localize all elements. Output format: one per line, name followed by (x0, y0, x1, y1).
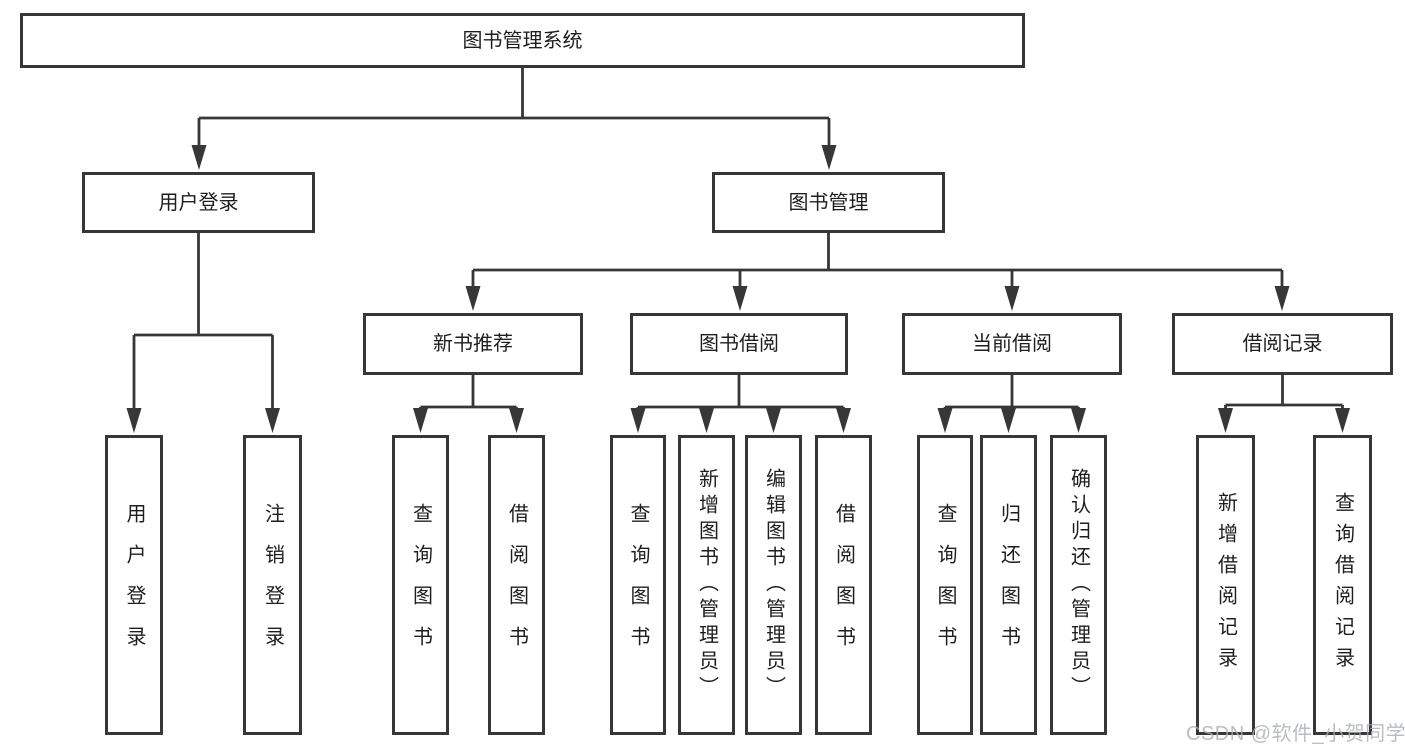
node-book-management: 图书管理 (712, 172, 945, 233)
node-login-logout-label: 注销登录 (261, 503, 284, 667)
node-root: 图书管理系统 (20, 13, 1025, 68)
node-book-borrowing: 图书借阅 (630, 313, 848, 375)
node-records-query-record-label: 查询借阅记录 (1331, 492, 1354, 678)
node-current-confirm-return: 确认归还（管理员） (1050, 435, 1107, 735)
node-records-query-record: 查询借阅记录 (1313, 435, 1372, 735)
node-records-add-record-label: 新增借阅记录 (1214, 492, 1237, 678)
node-recommend-query-books-label: 查询图书 (409, 503, 432, 667)
node-borrowing-query-books: 查询图书 (610, 435, 666, 735)
node-recommend-borrow-books-label: 借阅图书 (505, 503, 528, 667)
node-user-login-label: 用户登录 (158, 191, 239, 214)
node-recommend-query-books: 查询图书 (392, 435, 449, 735)
node-login-logout: 注销登录 (243, 435, 302, 735)
node-borrowing-add-books: 新增图书（管理员） (678, 435, 735, 735)
node-current-borrowing: 当前借阅 (902, 313, 1122, 375)
node-borrowing-edit-books: 编辑图书（管理员） (745, 435, 802, 735)
node-new-book-recommend: 新书推荐 (363, 313, 583, 375)
node-borrowing-add-books-label: 新增图书（管理员） (695, 468, 718, 702)
watermark: CSDN @软件_小贺同学 (1186, 723, 1405, 745)
node-recommend-borrow-books: 借阅图书 (488, 435, 545, 735)
node-new-book-recommend-label: 新书推荐 (433, 333, 513, 355)
node-borrow-records-label: 借阅记录 (1242, 333, 1323, 355)
node-borrowing-query-books-label: 查询图书 (627, 503, 649, 667)
node-current-query-books: 查询图书 (917, 435, 973, 735)
node-root-label: 图书管理系统 (462, 29, 583, 52)
node-borrowing-borrow-books: 借阅图书 (815, 435, 872, 735)
connector-paths (132, 68, 1344, 412)
arrowheads (126, 145, 1350, 433)
node-book-borrowing-label: 图书借阅 (699, 333, 779, 355)
node-login-user-login: 用户登录 (105, 435, 163, 735)
node-login-user-login-label: 用户登录 (123, 503, 145, 667)
node-records-add-record: 新增借阅记录 (1196, 435, 1255, 735)
node-borrowing-borrow-books-label: 借阅图书 (832, 503, 855, 667)
node-borrowing-edit-books-label: 编辑图书（管理员） (762, 468, 785, 702)
node-current-query-books-label: 查询图书 (934, 503, 956, 667)
node-book-management-label: 图书管理 (788, 191, 869, 214)
node-current-return-books: 归还图书 (980, 435, 1037, 735)
node-current-return-books-label: 归还图书 (997, 503, 1020, 667)
node-current-confirm-return-label: 确认归还（管理员） (1067, 468, 1090, 702)
node-current-borrowing-label: 当前借阅 (972, 333, 1052, 355)
node-borrow-records: 借阅记录 (1172, 313, 1393, 375)
node-user-login: 用户登录 (82, 172, 315, 233)
